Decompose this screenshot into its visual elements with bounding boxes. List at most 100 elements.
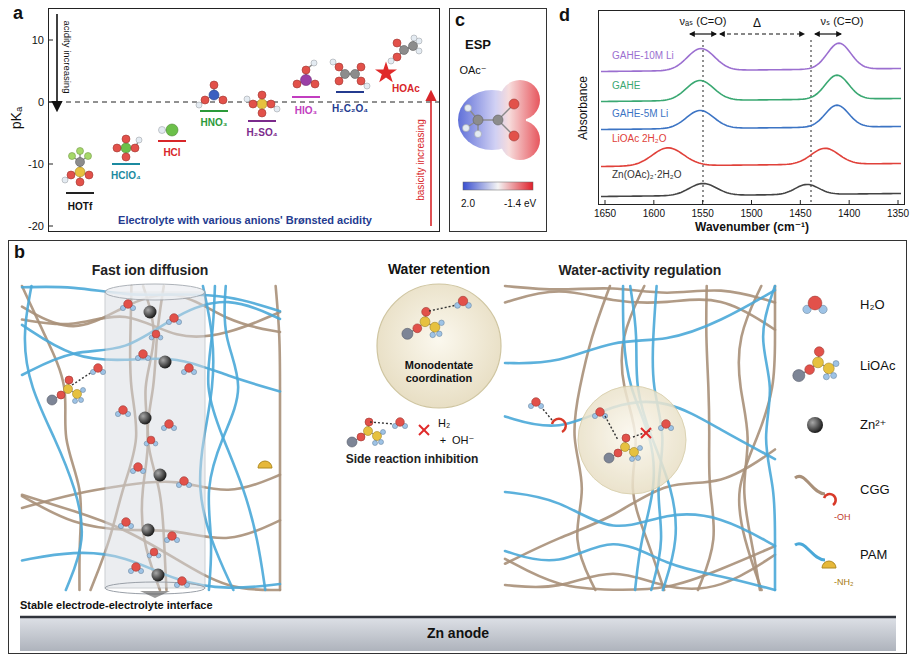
atom <box>150 548 158 556</box>
circle-outline <box>339 261 539 411</box>
panel-letter: c <box>455 10 465 31</box>
atom <box>165 420 174 429</box>
atom <box>364 427 373 436</box>
guide-line <box>703 40 704 204</box>
atom <box>122 135 130 143</box>
atom <box>813 357 824 368</box>
atom <box>85 153 92 160</box>
section-heading: Side reaction inhibition <box>346 453 479 467</box>
atom <box>458 296 467 305</box>
amide-group <box>258 461 272 468</box>
atom <box>185 364 194 373</box>
atom <box>351 70 360 79</box>
delta-arrow <box>720 33 804 34</box>
anode-band: Stable electrode-electrolyte interfaceZn… <box>20 599 896 651</box>
atom <box>411 35 417 41</box>
polymer-chain <box>505 290 775 363</box>
panel-letter: b <box>14 242 25 263</box>
polymer-chain <box>208 286 265 590</box>
legend-text: CGG <box>860 483 890 498</box>
atom <box>416 48 422 54</box>
atom <box>267 100 275 108</box>
legend-text: LiOAc <box>860 359 895 374</box>
atom <box>604 453 614 463</box>
esp-surface <box>458 80 540 160</box>
atom <box>357 77 365 85</box>
atom <box>64 385 73 394</box>
node-text: Stable electrode-electrolyte interface <box>20 599 213 612</box>
acid-name: HOTf <box>68 201 92 213</box>
section-heading: Water-activity regulation <box>559 262 722 278</box>
panel-c-art <box>458 80 540 190</box>
node-text: Water retention <box>388 261 490 277</box>
atom <box>258 109 266 117</box>
acid-name: H₂SO₄ <box>247 127 278 139</box>
atom <box>409 42 418 51</box>
hydrogen-bond <box>605 416 618 440</box>
panel-frame: bWater retentionMonodentate coordination… <box>8 240 907 654</box>
plot-note: Electrolyte with various anions' Brønste… <box>118 214 372 227</box>
atom <box>638 446 643 451</box>
amide-group <box>822 561 836 568</box>
diffusion-channel <box>105 292 205 588</box>
axis-title: Wavenumber (cm⁻¹) <box>695 221 809 235</box>
acidity-arrow <box>56 14 58 110</box>
series-label: Zn(OAc)₂·2H₂O <box>612 169 681 181</box>
panel-d-art <box>601 34 901 205</box>
atom <box>81 388 86 393</box>
atom <box>122 518 131 527</box>
channel-outlet <box>140 591 170 598</box>
hydroxyl-group <box>824 494 836 505</box>
panel-letter: d <box>559 5 570 26</box>
atom <box>388 58 394 64</box>
atom <box>381 430 386 435</box>
spectrum-curve <box>601 105 901 129</box>
pka-bar <box>200 110 228 112</box>
hydrogen-bond <box>429 305 457 311</box>
tick-label: -10 <box>28 158 44 171</box>
axis-title: Absorbance <box>577 76 591 140</box>
atom <box>614 449 622 457</box>
atom <box>509 131 519 141</box>
product-label: + <box>440 434 446 447</box>
atom <box>85 171 93 179</box>
group-label: -OH <box>834 512 851 522</box>
tick-label: 0 <box>38 96 44 109</box>
atom <box>122 153 130 161</box>
axis-title: pKₐ <box>8 107 24 129</box>
node-text: Zn anode <box>427 625 489 641</box>
atom <box>79 398 84 403</box>
polymer-chain <box>739 286 775 590</box>
atom <box>596 408 605 417</box>
acid-name: HNO₃ <box>201 117 228 129</box>
esp-lobe <box>500 80 540 120</box>
atom <box>65 376 73 384</box>
atom <box>430 322 440 332</box>
atom <box>209 90 219 100</box>
hydration-zone <box>578 386 686 494</box>
band-shape <box>20 616 896 651</box>
series-label: GAHE <box>612 80 640 92</box>
atom <box>636 456 641 461</box>
atom <box>393 39 401 47</box>
hydrogen-bond <box>542 408 552 420</box>
hydroxyl-group <box>552 419 566 432</box>
atom <box>630 457 635 462</box>
atom <box>463 125 470 132</box>
channel-top <box>105 284 205 300</box>
atom <box>422 307 431 316</box>
panel-title: ESP <box>465 38 491 53</box>
tick-label: 1550 <box>692 208 714 220</box>
product-label: OH⁻ <box>452 434 474 447</box>
atom <box>119 406 128 415</box>
atom <box>166 124 178 136</box>
atom <box>94 364 103 373</box>
node-text: Monodentate coordination <box>395 359 483 384</box>
zinc-ion <box>144 306 157 319</box>
atom <box>121 143 131 153</box>
atom <box>808 296 822 310</box>
atom <box>509 99 519 109</box>
atom <box>335 63 343 71</box>
tick-label: 10 <box>32 34 44 47</box>
zinc-ion <box>142 524 155 537</box>
